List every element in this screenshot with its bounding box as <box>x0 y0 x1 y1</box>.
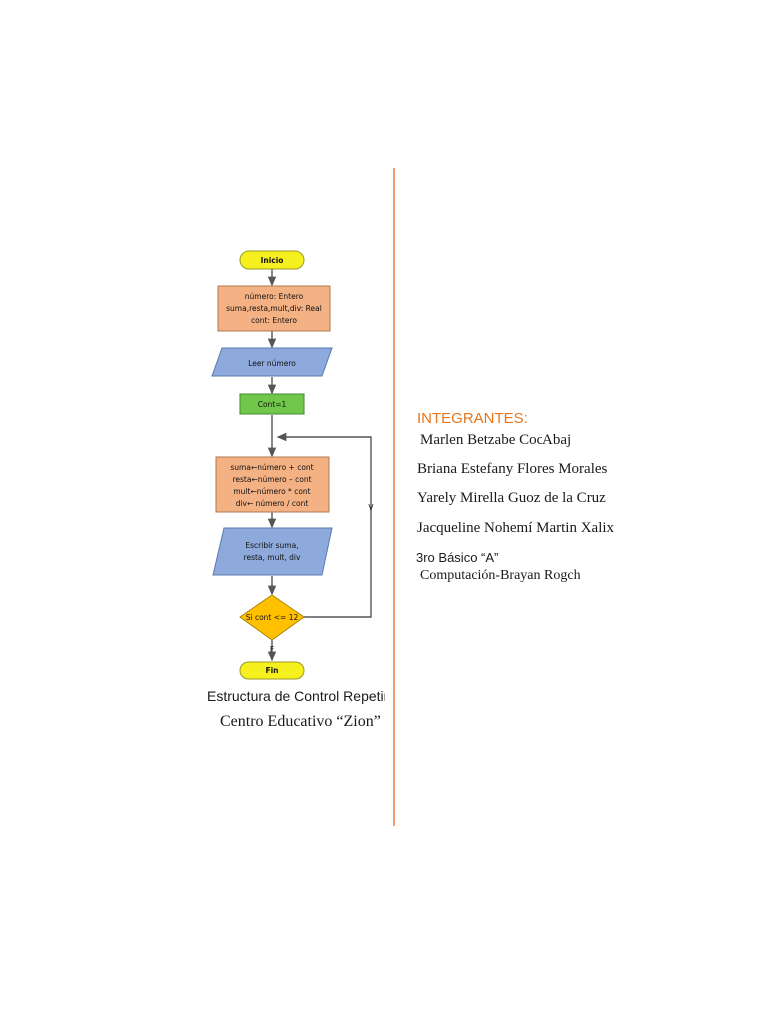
structure-caption: Estructura de Control Repetir <box>207 688 385 704</box>
declarations-box: número: Entero suma,resta,mult,div: Real… <box>217 285 331 332</box>
decision-diamond: Si cont <= 12 <box>239 594 305 641</box>
school-caption: Centro Educativo “Zion” <box>220 713 381 730</box>
write-line-1: Escribir suma, <box>245 541 298 550</box>
init-box: Cont=1 <box>239 393 305 415</box>
read-input-box: Leer número <box>211 347 333 377</box>
end-label: Fin <box>265 666 278 675</box>
team-member: Jacqueline Nohemí Martin Xalix <box>417 520 615 536</box>
course-label: Computación-Brayan Rogche <box>420 568 580 583</box>
write-output-box: Escribir suma, resta, mult, div <box>212 527 333 576</box>
operation-line-3: mult←número * cont <box>233 487 310 496</box>
end-terminal: Fin <box>239 661 305 680</box>
read-label: Leer número <box>248 359 296 368</box>
declaration-line-1: número: Entero <box>245 292 304 301</box>
start-label: Inicio <box>261 256 284 265</box>
team-member: Yarely Mirella Guoz de la Cruz <box>417 490 606 506</box>
operation-line-2: resta←número – cont <box>232 475 311 484</box>
operation-line-1: suma←número + cont <box>230 463 313 472</box>
init-label: Cont=1 <box>258 400 287 409</box>
team-member: Marlen Betzabe CocAbaj <box>420 432 571 449</box>
false-branch-label: F <box>270 645 274 654</box>
write-line-2: resta, mult, div <box>244 553 301 562</box>
true-branch-label: V <box>368 503 374 512</box>
operations-box: suma←número + cont resta←número – cont m… <box>215 456 330 513</box>
declaration-line-3: cont: Entero <box>251 316 297 325</box>
vertical-divider <box>393 168 395 826</box>
team-member: Briana Estefany Flores Morales <box>417 461 608 477</box>
team-member-name-overlay: Abaj <box>542 432 572 448</box>
connector-lines <box>267 269 372 662</box>
team-heading: INTEGRANTES: <box>417 410 528 427</box>
start-terminal: Inicio <box>239 250 305 270</box>
loop-back-line <box>276 432 372 618</box>
declaration-line-2: suma,resta,mult,div: Real <box>226 304 322 313</box>
grade-label: 3ro Básico “A” <box>416 550 499 565</box>
operation-line-4: div← número / cont <box>236 499 309 508</box>
team-member-name-part: Marlen Betzabe Coc <box>420 432 542 448</box>
condition-label: Si cont <= 12 <box>246 613 299 622</box>
